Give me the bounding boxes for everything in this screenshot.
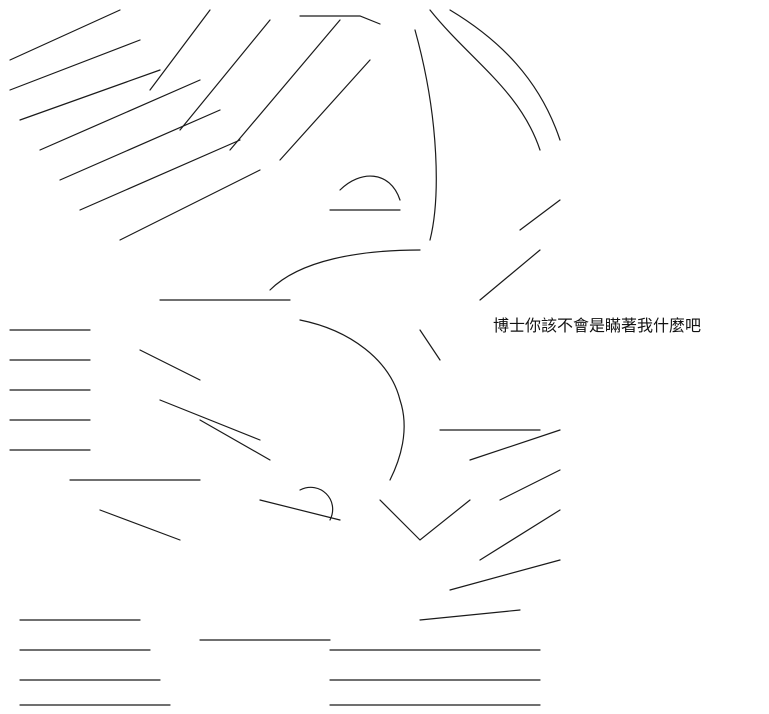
- speech-text: 博士你該不會是瞞著我什麼吧: [493, 316, 702, 335]
